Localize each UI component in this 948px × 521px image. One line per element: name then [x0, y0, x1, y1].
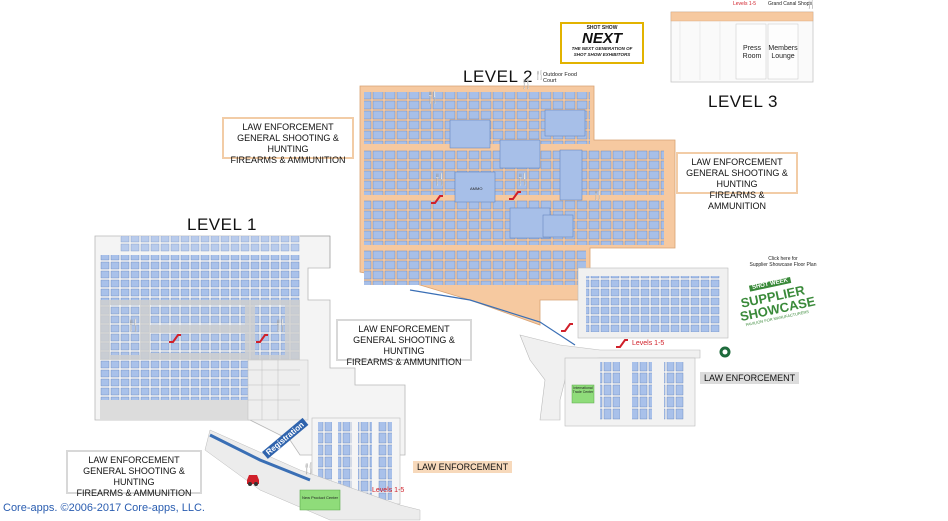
callout-line2: GENERAL SHOOTING & HUNTING — [237, 133, 339, 154]
food-icon[interactable]: 🍴 — [432, 172, 447, 186]
callout-line3: FIREARMS & AMMUNITION — [230, 155, 346, 165]
next-logo[interactable]: SHOT SHOW NEXT THE NEXT GENERATION OF SH… — [560, 22, 644, 64]
level1-center-category-callout[interactable]: LAW ENFORCEMENT GENERAL SHOOTING & HUNTI… — [336, 319, 472, 367]
law-enforcement-hall[interactable] — [564, 357, 696, 427]
escalator-icon[interactable] — [508, 190, 522, 200]
supplier-showcase-hall[interactable] — [577, 267, 729, 339]
press-room-label: Press Room — [738, 45, 766, 61]
callout-line1: LAW ENFORCEMENT — [358, 324, 450, 334]
press-room-line1: Press — [743, 45, 761, 52]
level1-floor[interactable] — [94, 235, 406, 456]
outdoor-food-court-label: Outdoor Food Court — [543, 72, 577, 84]
next-logo-line2: SHOT SHOW EXHIBITORS — [573, 52, 631, 57]
food-icon[interactable]: 🍴 — [515, 172, 530, 186]
press-room-line2: Room — [742, 53, 762, 60]
members-lounge-label: Members Lounge — [767, 45, 799, 61]
callout-line2: GENERAL SHOOTING & HUNTING — [353, 335, 455, 356]
members-lounge-line1: Members — [768, 45, 798, 52]
members-lounge-line2: Lounge — [771, 53, 795, 60]
starbucks-icon[interactable] — [719, 346, 731, 358]
food-icon[interactable]: 🍴 — [302, 463, 316, 475]
callout-line3: FIREARMS & AMMUNITION — [76, 488, 192, 498]
callout-line2: GENERAL SHOOTING & HUNTING — [686, 168, 788, 189]
level1-title: LEVEL 1 — [187, 215, 257, 234]
next-logo-top: SHOT SHOW — [586, 25, 618, 31]
level3-shops-label: Grand Canal Shops — [768, 1, 812, 7]
callout-line2: GENERAL SHOOTING & HUNTING — [83, 466, 185, 487]
level1-bottom-category-callout[interactable]: LAW ENFORCEMENT GENERAL SHOOTING & HUNTI… — [66, 450, 202, 498]
food-icon[interactable]: 🍴 — [520, 79, 533, 90]
international-trade-center-label: International Trade Center — [572, 386, 594, 394]
level3-floor[interactable] — [670, 11, 814, 83]
car-icon[interactable] — [245, 472, 261, 486]
escalator-icon[interactable] — [430, 194, 444, 204]
law-enforcement-tag-bottom[interactable]: LAW ENFORCEMENT — [413, 461, 513, 473]
copyright-footer: Core-apps. ©2006-2017 Core-apps, LLC. — [3, 502, 205, 514]
food-icon[interactable]: 🍴 — [534, 70, 546, 80]
escalator-icon[interactable] — [560, 322, 574, 332]
escalator-icon[interactable] — [168, 333, 182, 343]
escalator-icon[interactable] — [615, 338, 629, 348]
supplier-link-line1: Click here for — [768, 256, 798, 262]
callout-line3: FIREARMS & AMMUNITION — [346, 357, 462, 367]
level3-title: LEVEL 3 — [708, 92, 778, 111]
food-icon[interactable]: 🍴 — [273, 318, 288, 332]
levels-1-5-label-right: Levels 1-5 — [632, 340, 665, 347]
law-enforcement-tag-right[interactable]: LAW ENFORCEMENT — [700, 372, 800, 384]
level2-floor[interactable] — [359, 85, 676, 346]
ammo-label: AMMO — [470, 186, 483, 191]
supplier-link-line2: Supplier Showcase Floor Plan — [749, 262, 817, 268]
level1-lower-hall[interactable] — [204, 417, 421, 521]
level2-left-category-callout[interactable]: LAW ENFORCEMENT GENERAL SHOOTING & HUNTI… — [222, 117, 354, 165]
next-logo-line1: THE NEXT GENERATION OF — [571, 46, 633, 51]
level3-levels-tag: Levels 1-5 — [733, 1, 757, 7]
callout-line3: FIREARMS & AMMUNITION — [708, 190, 766, 211]
level2-title: LEVEL 2 — [463, 67, 533, 86]
callout-line1: LAW ENFORCEMENT — [242, 122, 334, 132]
levels-1-5-label-bottom: Levels 1-5 — [372, 487, 405, 494]
food-icon[interactable]: 🍴 — [425, 90, 440, 104]
supplier-showcase-link[interactable]: Click here for Supplier Showcase Floor P… — [738, 256, 828, 268]
level2-right-category-callout[interactable]: LAW ENFORCEMENT GENERAL SHOOTING & HUNTI… — [676, 152, 798, 211]
food-icon[interactable]: 🍴 — [126, 318, 141, 332]
new-product-center-label: New Product Center — [302, 495, 339, 500]
food-icon[interactable]: 🍴 — [806, 0, 816, 9]
callout-line1: LAW ENFORCEMENT — [88, 455, 180, 465]
next-logo-brand: NEXT — [581, 30, 622, 47]
food-icon[interactable]: 🍴 — [592, 190, 604, 200]
callout-line1: LAW ENFORCEMENT — [691, 157, 783, 167]
escalator-icon[interactable] — [255, 333, 269, 343]
